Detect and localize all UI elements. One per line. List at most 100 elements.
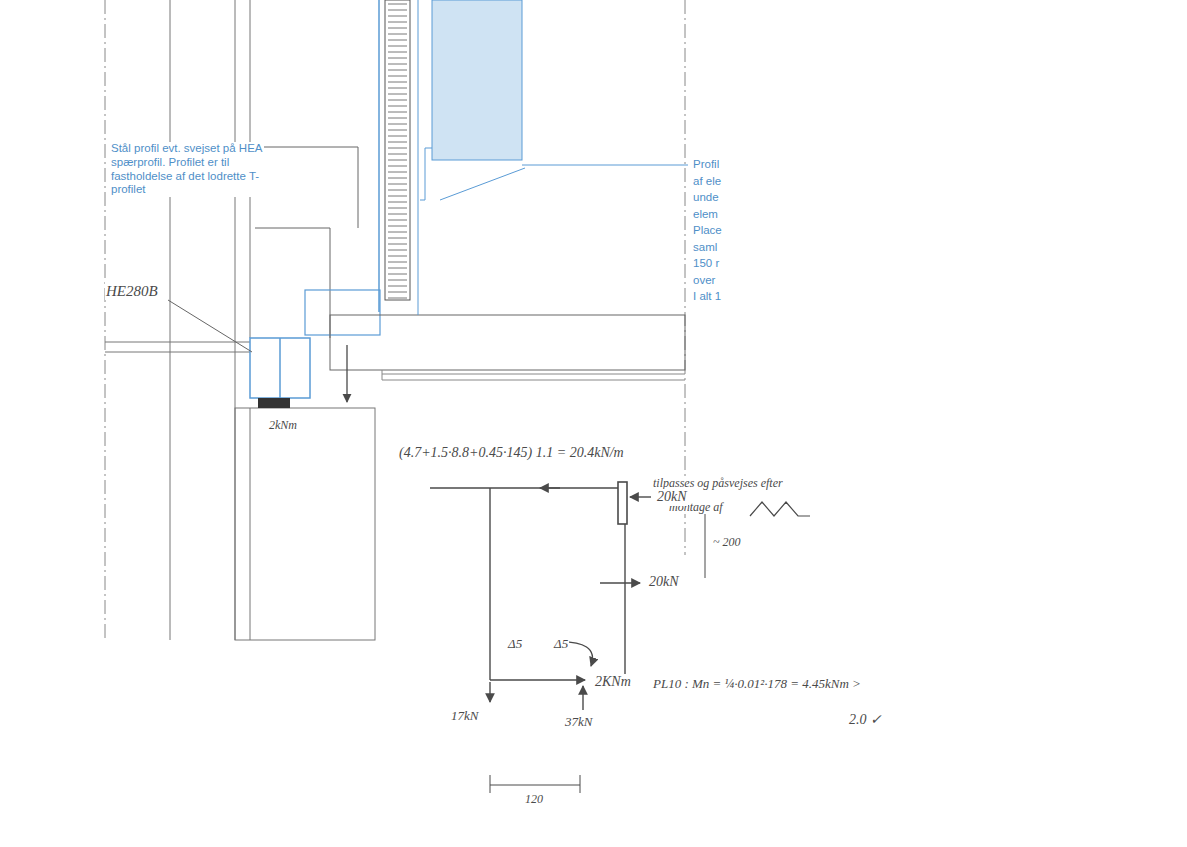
hatch-line (388, 40, 407, 41)
floor-line (105, 352, 250, 353)
note-text: Place (692, 224, 723, 238)
force-label: 17kN (450, 708, 479, 724)
slab-line (382, 370, 383, 380)
note-text: elem (692, 208, 719, 222)
sketch-line (430, 487, 618, 488)
t-profile (305, 290, 380, 335)
facade-line (418, 0, 419, 315)
hatch-line (388, 10, 407, 11)
hatch-line (388, 64, 407, 65)
force-label: 20kN (656, 489, 688, 506)
hatch-line (388, 58, 407, 59)
wall-line (250, 408, 251, 640)
hatch-line (388, 100, 407, 101)
hatch-line (388, 76, 407, 77)
leader-line (264, 147, 358, 228)
sketch-line (489, 488, 490, 680)
note-text: af ele (692, 175, 722, 189)
hatch-line (388, 16, 407, 17)
hatch-line (388, 196, 407, 197)
hatch-line (388, 250, 407, 251)
dimension-tick (580, 775, 581, 793)
free-body-sketch (430, 482, 810, 793)
force-arrow (489, 682, 490, 702)
weld-label: Δ5 (507, 636, 523, 652)
hatch-line (388, 256, 407, 257)
hatch-line (388, 232, 407, 233)
hatch-line (388, 88, 407, 89)
hatch-line (388, 166, 407, 167)
hatch-line (388, 226, 407, 227)
force-arrow (600, 582, 640, 583)
dimension-line (705, 505, 706, 578)
dimension-label: ~ 200 (712, 535, 742, 549)
hatch-line (388, 118, 407, 119)
dimension-label: 120 (524, 792, 544, 806)
hatch-line (388, 106, 407, 107)
blue-element (432, 0, 522, 160)
force-arrow (582, 686, 583, 710)
hatch-line (388, 4, 407, 5)
hatch-line (388, 46, 407, 47)
moment-label: 2KNm (594, 674, 632, 691)
hatch-line (388, 292, 407, 293)
weld-symbol (750, 502, 810, 516)
hatch-line (388, 178, 407, 179)
dimension-tick (490, 775, 491, 793)
hatch-line (388, 70, 407, 71)
note-text: over (692, 274, 716, 288)
heb-web (279, 338, 281, 398)
steel-profile (255, 228, 330, 338)
hatched-panel (385, 0, 410, 300)
load-label: 2kNm (268, 418, 298, 432)
hatch-line (388, 28, 407, 29)
force-label: 20kN (648, 574, 680, 591)
hatch-line (388, 124, 407, 125)
load-calculation: (4.7+1.5·8.8+0.45·145) 1.1 = 20.4kN/m (398, 445, 625, 462)
hatch-line (388, 94, 407, 95)
hatch-line (388, 34, 407, 35)
hatch-line (388, 172, 407, 173)
wall-line (170, 0, 171, 640)
hatch-line (388, 148, 407, 149)
hatch-line (388, 112, 407, 113)
sketch-line (624, 524, 625, 690)
leader-line (168, 300, 252, 352)
bracket-profile (420, 148, 432, 200)
slab-line (382, 374, 685, 375)
hatch-line (388, 190, 407, 191)
hatch-line (388, 136, 407, 137)
load-arrow (346, 345, 347, 402)
force-arrow (630, 496, 651, 497)
hatch-line (388, 262, 407, 263)
hatch-line (388, 220, 407, 221)
moment-calculation: PL10 : Mn = ¼·0.01²·178 = 4.45kNm > (652, 676, 862, 692)
sketch-arrow (490, 679, 585, 680)
axis-line (685, 0, 686, 555)
profile-label: HE280B (105, 282, 159, 300)
hatch-line (388, 238, 407, 239)
base-plate (258, 398, 290, 408)
hatch-line (388, 184, 407, 185)
sketch-arrow (540, 487, 560, 488)
hatch-line (388, 82, 407, 83)
hatch-line (388, 280, 407, 281)
force-label: 37kN (564, 714, 593, 730)
hatch-line (388, 130, 407, 131)
leader-line (522, 165, 688, 166)
plate-symbol (618, 482, 627, 524)
slab-line (382, 380, 685, 381)
note-text: Profil (692, 158, 720, 172)
hatch-line (388, 298, 407, 299)
hatch-line (388, 202, 407, 203)
facade-line (378, 0, 380, 312)
heb-profile (250, 338, 310, 398)
hatch-line (388, 274, 407, 275)
hatch-line (388, 142, 407, 143)
check-result: 2.0 ✓ (848, 712, 883, 729)
note-text: Stål profil evt. svejset på HEA spærprof… (110, 142, 264, 197)
note-text: I alt 1 (692, 290, 722, 304)
hatch-line (388, 208, 407, 209)
wall-below (235, 408, 375, 640)
